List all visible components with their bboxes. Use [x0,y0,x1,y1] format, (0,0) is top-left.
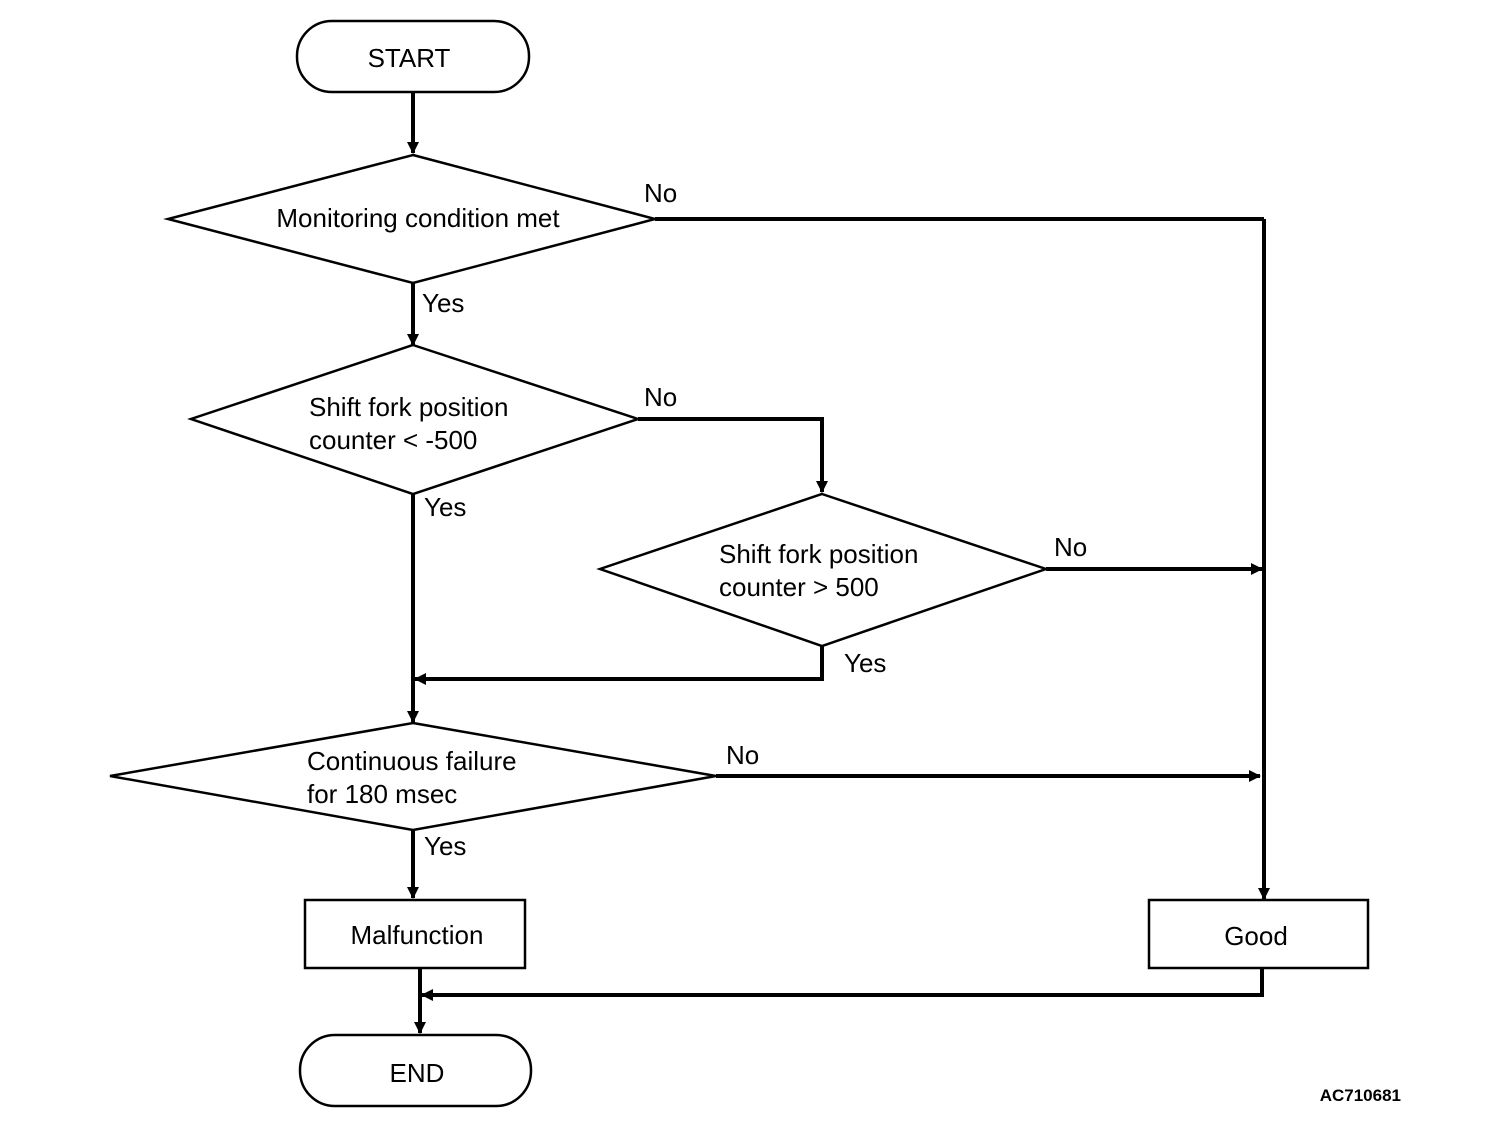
decision-shift-pos: Shift fork position counter > 500 [596,492,1050,648]
edge-shift-neg-no: No [644,382,677,412]
edge-continuous-no: No [726,740,759,770]
end-label: END [390,1058,445,1088]
start-label: START [368,43,451,73]
decision-monitoring: Monitoring condition met [163,153,660,285]
edge-continuous-yes: Yes [424,831,466,861]
decision-shift-neg-line-2: counter < -500 [309,425,477,455]
process-malfunction: Malfunction [303,898,527,970]
arrow-shift-pos-yes [414,646,824,685]
process-malfunction-label: Malfunction [351,920,484,950]
edge-monitoring-yes: Yes [422,288,464,318]
figure-code: AC710681 [1320,1086,1401,1105]
arrow-good-to-end [421,969,1264,1001]
end-terminal: END [298,1033,533,1108]
process-good: Good [1147,898,1370,970]
edge-labels: No Yes No Yes No Yes No Yes [422,178,1087,861]
edge-shift-pos-no: No [1054,532,1087,562]
edge-shift-neg-yes: Yes [424,492,466,522]
decision-shift-neg: Shift fork position counter < -500 [187,343,642,496]
decision-monitoring-label: Monitoring condition met [276,203,560,233]
edge-monitoring-no: No [644,178,677,208]
decision-continuous: Continuous failure for 180 msec [109,721,717,832]
decision-continuous-line-1: Continuous failure [307,746,517,776]
connectors [407,92,1270,1034]
arrow-shift-neg-no [638,417,828,493]
process-good-label: Good [1224,921,1288,951]
decision-shift-pos-line-2: counter > 500 [719,572,879,602]
start-terminal: START [295,19,531,94]
decision-shift-pos-line-1: Shift fork position [719,539,918,569]
decision-continuous-line-2: for 180 msec [307,779,457,809]
decision-shift-neg-line-1: Shift fork position [309,392,508,422]
edge-shift-pos-yes: Yes [844,648,886,678]
